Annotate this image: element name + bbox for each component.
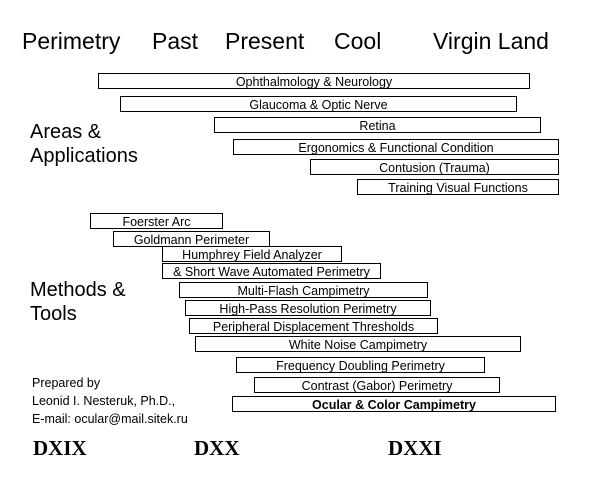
area-training-visual-functions: Training Visual Functions xyxy=(357,179,559,195)
area-glaucoma-optic-nerve: Glaucoma & Optic Nerve xyxy=(120,96,517,112)
credit-email: E-mail: ocular@mail.sitek.ru xyxy=(32,412,188,426)
header-perimetry: Perimetry xyxy=(22,28,121,54)
methods-label-line2: Tools xyxy=(30,303,77,325)
area-contusion: Contusion (Trauma) xyxy=(310,159,559,175)
credit-author: Leonid I. Nesteruk, Ph.D., xyxy=(32,394,176,408)
era-dxxi: DXXI xyxy=(388,436,442,460)
era-dxix: DXIX xyxy=(33,436,87,460)
era-dxx: DXX xyxy=(194,436,240,460)
method-foerster-arc: Foerster Arc xyxy=(90,213,223,229)
credit-prepared-by: Prepared by xyxy=(32,376,101,390)
method-peripheral-displacement-thresholds: Peripheral Displacement Thresholds xyxy=(189,318,438,334)
header-virgin-land: Virgin Land xyxy=(433,28,549,54)
areas-label-line2: Applications xyxy=(30,145,138,167)
area-retina: Retina xyxy=(214,117,541,133)
area-ergonomics: Ergonomics & Functional Condition xyxy=(233,139,559,155)
header-past: Past xyxy=(152,28,199,54)
header-present: Present xyxy=(225,28,305,54)
method-contrast-gabor-perimetry: Contrast (Gabor) Perimetry xyxy=(254,377,500,393)
method-frequency-doubling-perimetry: Frequency Doubling Perimetry xyxy=(236,357,485,373)
methods-label-line1: Methods & xyxy=(30,279,126,301)
method-white-noise-campimetry: White Noise Campimetry xyxy=(195,336,521,352)
method-goldmann-perimeter: Goldmann Perimeter xyxy=(113,231,270,247)
method-ocular-color-campimetry: Ocular & Color Campimetry xyxy=(232,396,556,412)
methods-label: Methods & Tools xyxy=(30,278,126,326)
area-ophthalmology-neurology: Ophthalmology & Neurology xyxy=(98,73,530,89)
header-cool: Cool xyxy=(334,28,382,54)
method-multi-flash-campimetry: Multi-Flash Campimetry xyxy=(179,282,428,298)
method-short-wave-automated-perimetry: & Short Wave Automated Perimetry xyxy=(162,263,381,279)
areas-label-line1: Areas & xyxy=(30,121,102,143)
credit-block: Prepared by Leonid I. Nesteruk, Ph.D., E… xyxy=(32,374,188,428)
method-high-pass-resolution-perimetry: High-Pass Resolution Perimetry xyxy=(185,300,431,316)
areas-label: Areas & Applications xyxy=(30,120,138,168)
method-humphrey-field-analyzer: Humphrey Field Analyzer xyxy=(162,246,342,262)
